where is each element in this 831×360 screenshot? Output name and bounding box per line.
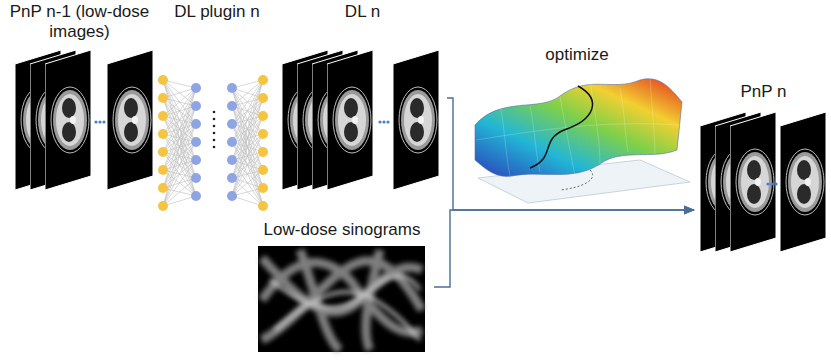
node-label: optimize	[465, 45, 689, 65]
neural-network	[158, 75, 268, 211]
image-node: DL n	[278, 2, 447, 194]
image-node: PnP n-1 (low-dose images)	[0, 2, 159, 192]
merge-arrow	[447, 98, 694, 210]
sinogram-image	[258, 246, 425, 352]
image-node: PnP n	[695, 82, 831, 254]
image-node: DL plugin n	[155, 2, 279, 220]
node-label: DL n	[278, 2, 447, 22]
node-label: Low-dose sinograms	[250, 220, 434, 240]
image-stack	[15, 50, 153, 190]
merge-arrow	[434, 210, 694, 287]
image-node: Low-dose sinograms	[250, 220, 434, 354]
loss-surface	[475, 78, 690, 203]
node-label: PnP n	[695, 82, 831, 102]
image-stack	[282, 50, 439, 190]
image-node: optimize	[465, 45, 689, 195]
image-stack	[700, 112, 826, 252]
node-label: PnP n-1 (low-dose images)	[0, 2, 159, 42]
node-label: DL plugin n	[155, 2, 279, 22]
